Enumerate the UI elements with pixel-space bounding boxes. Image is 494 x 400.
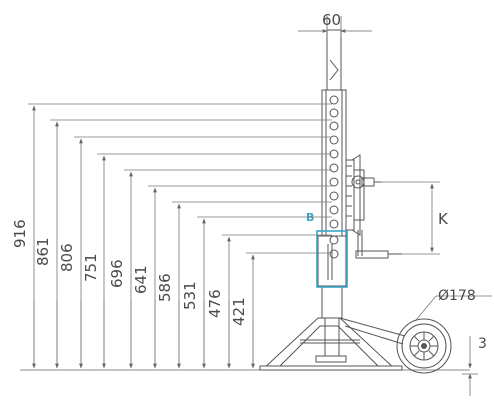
dim-ground-offset-label: 3	[478, 336, 487, 352]
height-label-916: 916	[11, 219, 29, 248]
dim-top-width	[298, 16, 372, 38]
height-label-531: 531	[181, 281, 199, 310]
dim-k	[380, 181, 440, 255]
height-label-861: 861	[34, 237, 52, 266]
callout-b-label: B	[306, 211, 314, 224]
dim-top-width-label: 60	[322, 11, 341, 29]
height-label-586: 586	[156, 273, 174, 302]
dim-wheel-diameter-label: Ø178	[438, 288, 476, 304]
height-label-476: 476	[206, 289, 224, 318]
crank-assembly	[345, 154, 402, 259]
dim-ground-offset	[462, 336, 478, 396]
callout-b-box	[316, 230, 348, 288]
stand-base	[20, 317, 470, 371]
height-label-641: 641	[132, 265, 150, 294]
height-label-751: 751	[82, 253, 100, 282]
wheel	[396, 318, 452, 374]
height-label-696: 696	[108, 259, 126, 288]
mast	[315, 29, 347, 363]
dim-k-label: K	[438, 210, 449, 228]
height-dim-lines	[28, 103, 332, 369]
height-label-806: 806	[58, 243, 76, 272]
height-label-421: 421	[230, 297, 248, 326]
dim-wheel-diameter	[415, 295, 492, 321]
